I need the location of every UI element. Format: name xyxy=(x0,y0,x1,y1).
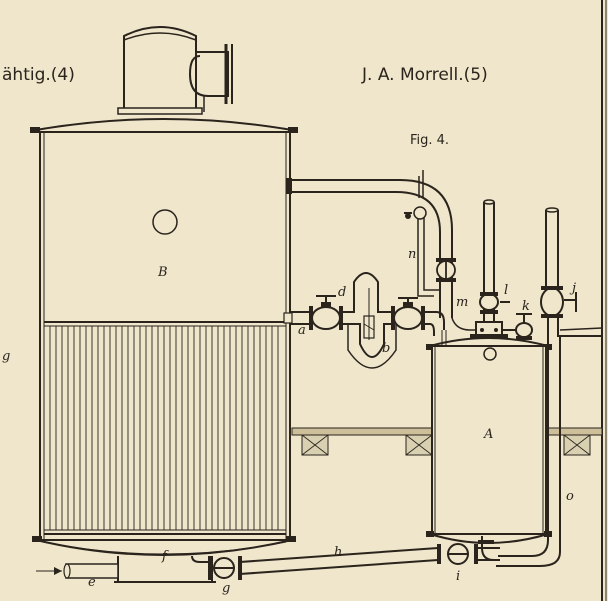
label-e: e xyxy=(88,575,96,590)
header-left-text: ähtig.(4) xyxy=(2,65,75,85)
label-o: o xyxy=(566,489,574,504)
label-j: j xyxy=(569,281,576,296)
label-b-vessel: B xyxy=(157,265,168,280)
label-a-vessel: A xyxy=(483,427,493,442)
page-border xyxy=(601,0,607,601)
label-n: n xyxy=(408,247,416,262)
label-margin-g: g xyxy=(2,349,10,364)
label-d: d xyxy=(338,285,346,300)
vapour-pipe xyxy=(286,170,478,386)
label-i: i xyxy=(456,569,460,584)
label-f: f xyxy=(161,549,169,564)
label-b: b xyxy=(382,341,390,356)
label-h: h xyxy=(334,545,342,560)
figure-caption: Fig. 4. xyxy=(410,133,449,148)
label-m: m xyxy=(456,295,468,310)
vessel-b xyxy=(30,26,298,583)
label-g: g xyxy=(222,581,230,596)
label-l: l xyxy=(504,283,508,298)
return-line xyxy=(191,543,500,580)
header-right-text: J. A. Morrell.(5) xyxy=(361,65,488,85)
label-a: a xyxy=(298,323,306,338)
vessel-a xyxy=(426,199,603,567)
tube-bundle xyxy=(49,326,279,530)
label-k: k xyxy=(522,299,530,314)
liquid-line xyxy=(283,272,445,369)
